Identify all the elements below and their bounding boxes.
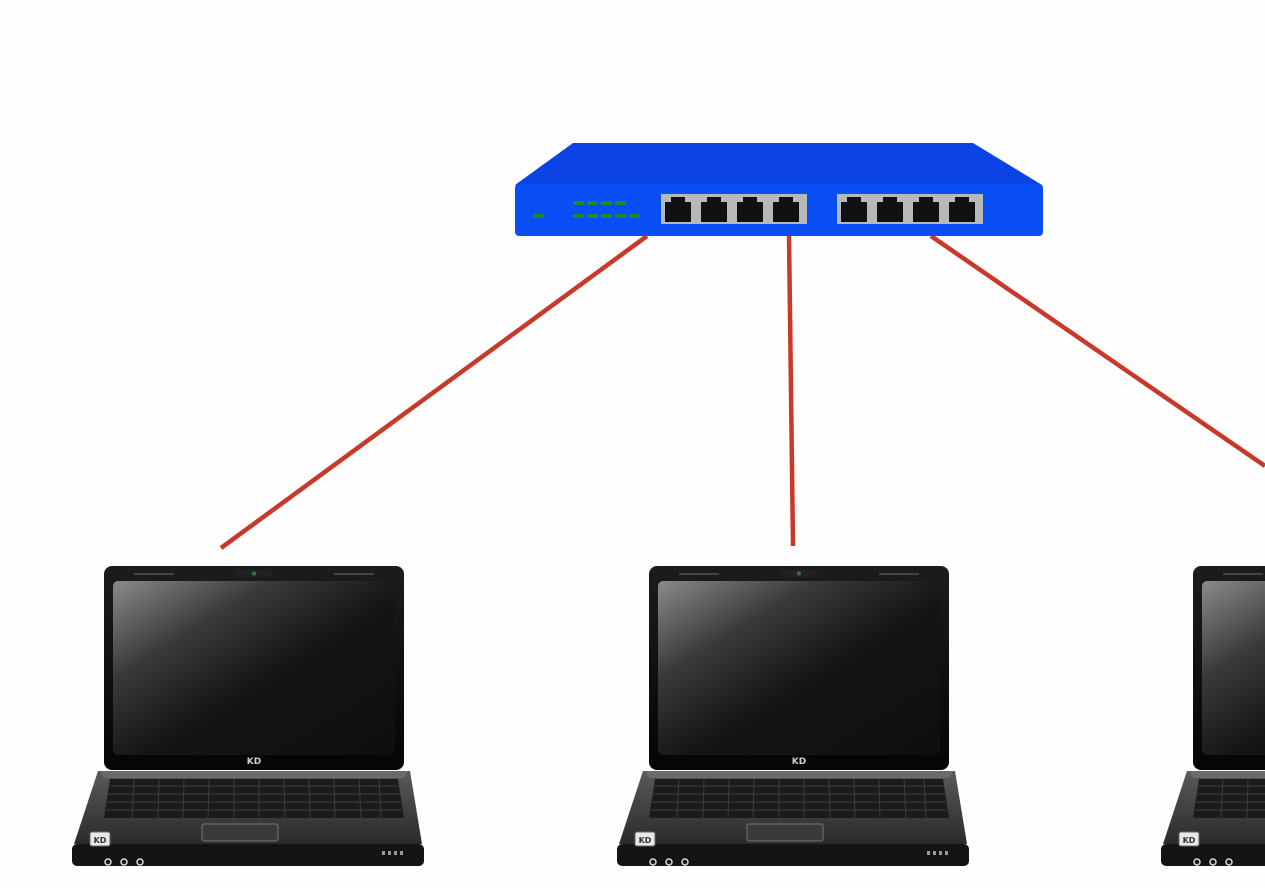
cables — [219, 234, 1265, 550]
laptop-sticker-logo: KD — [94, 836, 107, 845]
cable-left — [219, 234, 649, 550]
laptop-icon-right: KD KD — [1160, 565, 1265, 867]
laptop-icon-center: KD KD — [616, 565, 970, 867]
laptop-sticker-logo: KD — [1183, 836, 1196, 845]
laptop-icon-left: KD KD — [71, 565, 425, 867]
status-leds — [533, 201, 640, 218]
laptop-sticker-logo: KD — [639, 836, 652, 845]
network-switch-icon — [515, 143, 1043, 236]
cable-center — [786, 235, 796, 547]
port-bank-left — [661, 194, 807, 224]
switch-top — [515, 143, 1042, 185]
cable-right — [929, 234, 1265, 468]
laptop-brand: KD — [247, 757, 261, 767]
port-bank-right — [837, 194, 983, 224]
laptop-brand: KD — [792, 757, 806, 767]
